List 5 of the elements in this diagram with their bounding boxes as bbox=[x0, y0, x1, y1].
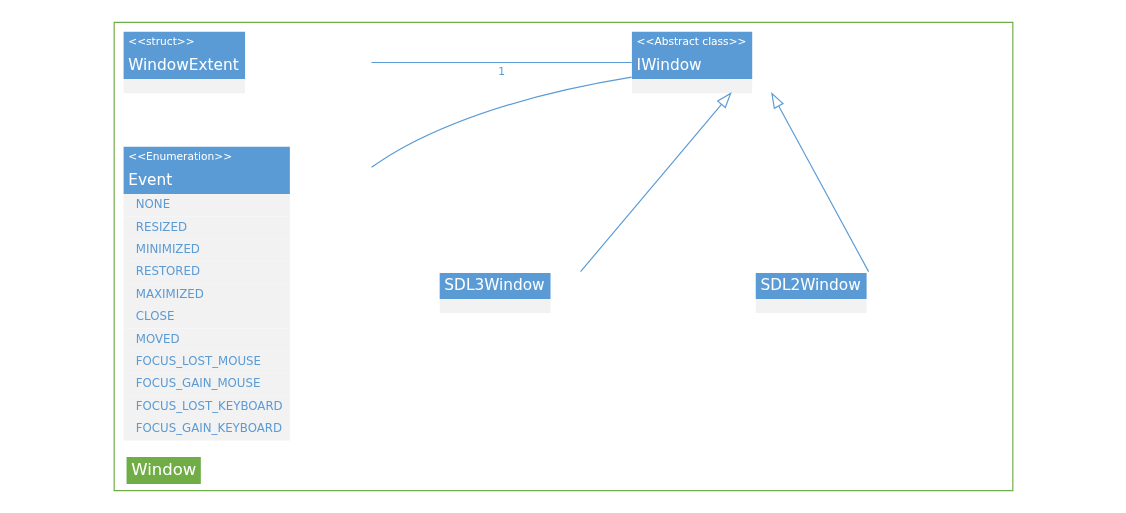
arrow bbox=[579, 92, 732, 273]
arrow bbox=[770, 91, 869, 273]
edge-label: 1 bbox=[497, 64, 505, 78]
connector bbox=[370, 61, 632, 64]
connector bbox=[370, 76, 632, 168]
